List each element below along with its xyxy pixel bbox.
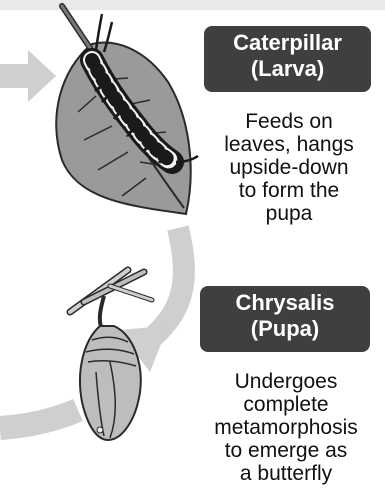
chrysalis-desc-line-4: to emerge as [188,439,384,462]
chrysalis-desc-line-2: complete [188,393,384,416]
chrysalis-label: Chrysalis (Pupa) [200,286,370,352]
caterpillar-title-line-2: (Larva) [210,56,365,82]
twig-illustration [70,270,152,312]
caterpillar-desc-line-2: leaves, hangs [198,133,380,156]
chrysalis-title-line-2: (Pupa) [206,316,364,342]
chrysalis-illustration [80,296,141,440]
caterpillar-desc-line-5: pupa [198,202,380,225]
caterpillar-desc-line-3: upside-down [198,156,380,179]
chrysalis-desc-line-5: a butterfly [188,462,384,485]
chrysalis-title-line-1: Chrysalis [206,290,364,316]
caterpillar-label: Caterpillar (Larva) [204,26,371,92]
caterpillar-desc-line-4: to form the [198,179,380,202]
cycle-arc-icon [0,410,78,428]
caterpillar-desc-line-1: Feeds on [198,110,380,133]
caterpillar-title-line-1: Caterpillar [210,30,365,56]
chrysalis-desc-line-1: Undergoes [188,370,384,393]
chrysalis-desc-line-3: metamorphosis [188,416,384,439]
incoming-arrow-icon [0,50,56,102]
chrysalis-description: Undergoes complete metamorphosis to emer… [188,370,384,485]
caterpillar-description: Feeds on leaves, hangs upside-down to fo… [198,110,380,225]
